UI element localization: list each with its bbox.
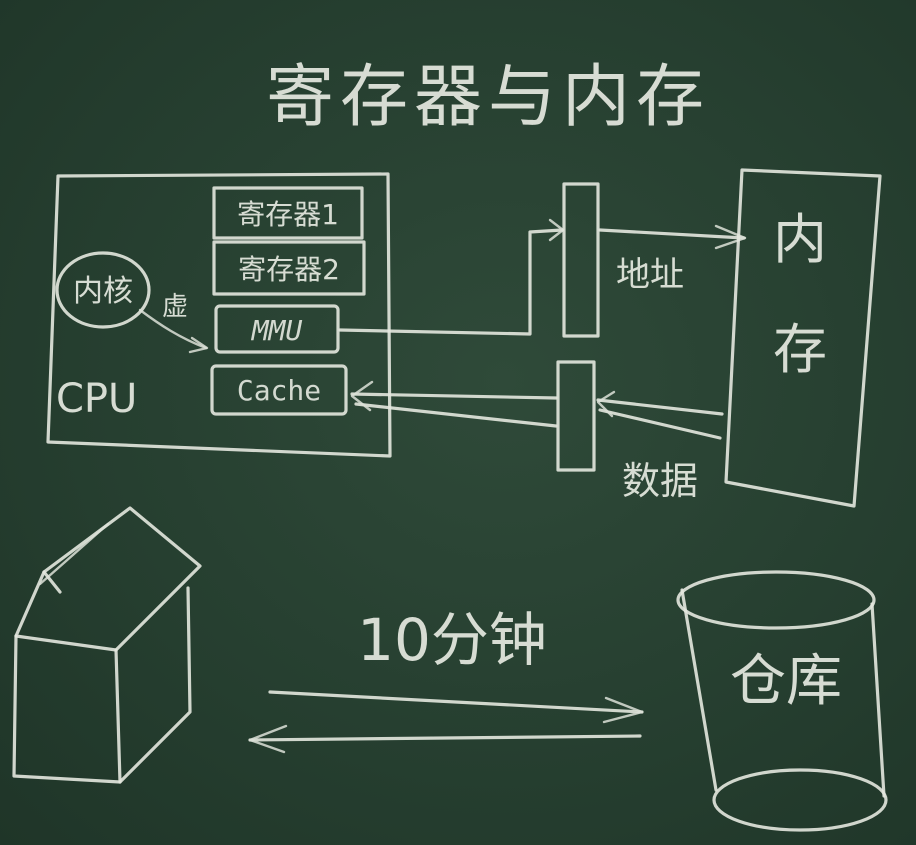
data-to-cache-line-2 xyxy=(354,402,558,428)
memory-block: 内 存 内存 xyxy=(0,0,882,508)
cache-label: Cache xyxy=(237,374,321,407)
data-arrowhead-in xyxy=(596,390,616,418)
warehouse-drawing: 仓库 xyxy=(676,570,888,832)
warehouse-label: 仓库 xyxy=(730,649,842,714)
mmu-to-address-line xyxy=(338,228,564,336)
register-1-box xyxy=(212,186,364,240)
data-to-cache-line-1 xyxy=(350,392,558,400)
arrow-to-house-head xyxy=(248,724,288,754)
cpu-box xyxy=(46,172,392,458)
house-drawing xyxy=(12,506,202,784)
register-2-label: 寄存器2 xyxy=(238,253,340,286)
register-2-box xyxy=(212,240,366,296)
arrow-to-warehouse-head xyxy=(602,696,644,724)
distance-analogy: 10分钟 xyxy=(248,606,644,754)
address-buffer xyxy=(562,182,600,338)
mmu-box xyxy=(214,304,340,354)
cpu-block: CPU 内核 虚 寄存器1 寄存器2 MMU Cache xyxy=(46,172,392,458)
diagram-title: 寄存器与内存 xyxy=(266,58,710,137)
cpu-label: CPU xyxy=(56,376,137,422)
address-to-memory-line xyxy=(598,228,746,240)
memory-label-char-1: 内 xyxy=(773,208,827,271)
memory-to-data-line-1 xyxy=(596,398,724,416)
distance-label: 10分钟 xyxy=(357,606,547,674)
data-label: 数据 xyxy=(622,459,698,503)
core-circle xyxy=(55,251,151,329)
data-bus: 数据 xyxy=(350,360,724,503)
memory-box xyxy=(724,168,882,508)
memory-label-char-2: 存 xyxy=(773,318,827,381)
arrow-to-house xyxy=(248,734,642,742)
address-bus: 地址 xyxy=(338,182,747,338)
address-arrowhead-out xyxy=(714,224,747,250)
address-label: 地址 xyxy=(616,255,684,295)
memory-to-data-line-2 xyxy=(598,408,722,440)
core-label: 内核 xyxy=(73,274,133,309)
register-1-label: 寄存器1 xyxy=(237,198,339,231)
data-to-cache-arrowhead xyxy=(350,380,374,412)
arrow-to-warehouse xyxy=(268,690,644,714)
mmu-label: MMU xyxy=(251,314,303,347)
virtual-label: 虚 xyxy=(162,292,188,322)
core-to-mmu-arrow xyxy=(138,308,208,350)
memory-label-hidden: 内存 xyxy=(0,0,2,1)
core-to-mmu-arrowhead xyxy=(188,336,209,354)
data-buffer xyxy=(556,360,596,472)
cache-box xyxy=(210,364,348,416)
